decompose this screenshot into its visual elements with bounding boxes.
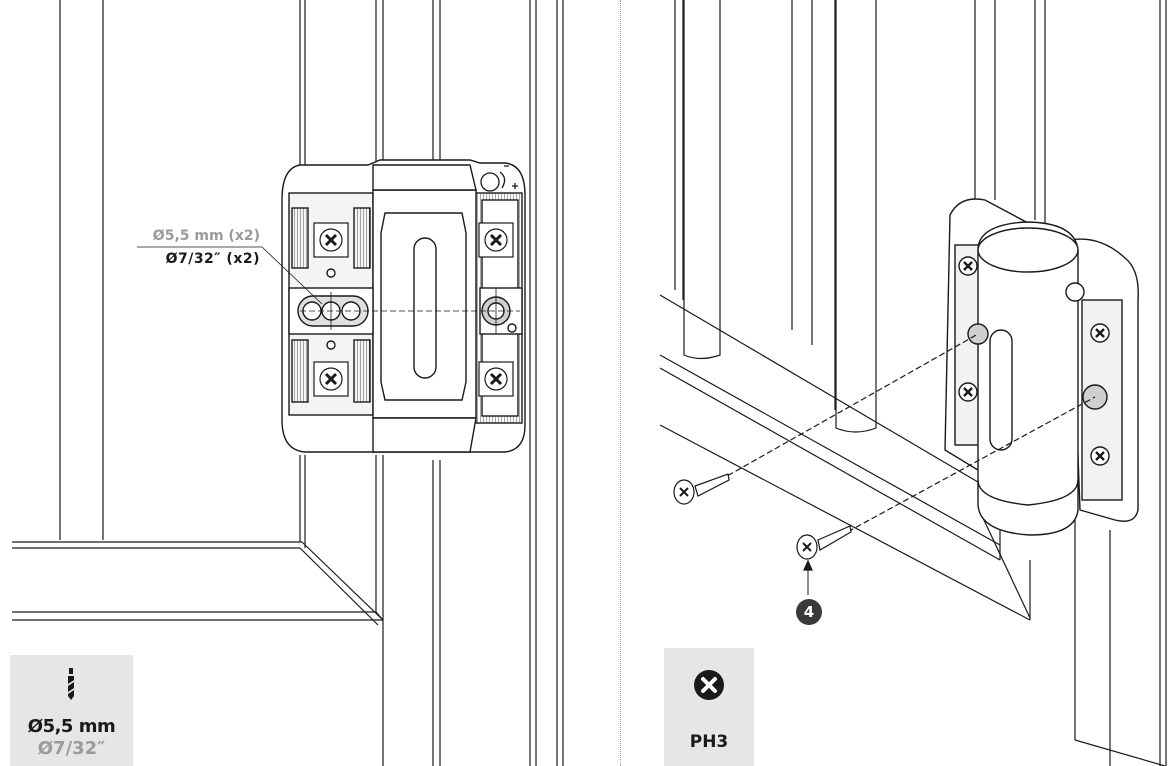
hole-size-callout: Ø5,5 mm (x2) Ø7/32″ (x2) bbox=[110, 226, 260, 269]
screw-lower bbox=[796, 525, 852, 560]
adjust-rotate-icon bbox=[480, 165, 518, 192]
step-number-badge: 4 bbox=[796, 599, 822, 625]
drill-size-metric: Ø5,5 mm bbox=[27, 716, 116, 737]
screwdriver-bit-box: PH3 bbox=[664, 648, 754, 766]
screw-upper bbox=[673, 473, 730, 505]
hinge-brand-label-front: LOCINOX bbox=[413, 252, 431, 348]
assembly-screws bbox=[673, 333, 1096, 595]
bit-size-label: PH3 bbox=[689, 732, 729, 752]
gate-frame-left bbox=[12, 0, 564, 766]
hinge-perspective-view bbox=[944, 198, 1139, 536]
drill-size-box: Ø5,5 mm Ø7/32″ bbox=[10, 655, 133, 766]
hinge-front-view bbox=[281, 159, 526, 453]
panel-divider bbox=[620, 0, 621, 766]
hole-size-metric: Ø5,5 mm (x2) bbox=[152, 228, 260, 244]
hole-size-imperial: Ø7/32″ (x2) bbox=[165, 251, 260, 267]
hinge-brand-label-perspective: LOCINOX bbox=[997, 350, 1012, 430]
drill-size-imperial: Ø7/32″ bbox=[37, 738, 106, 759]
